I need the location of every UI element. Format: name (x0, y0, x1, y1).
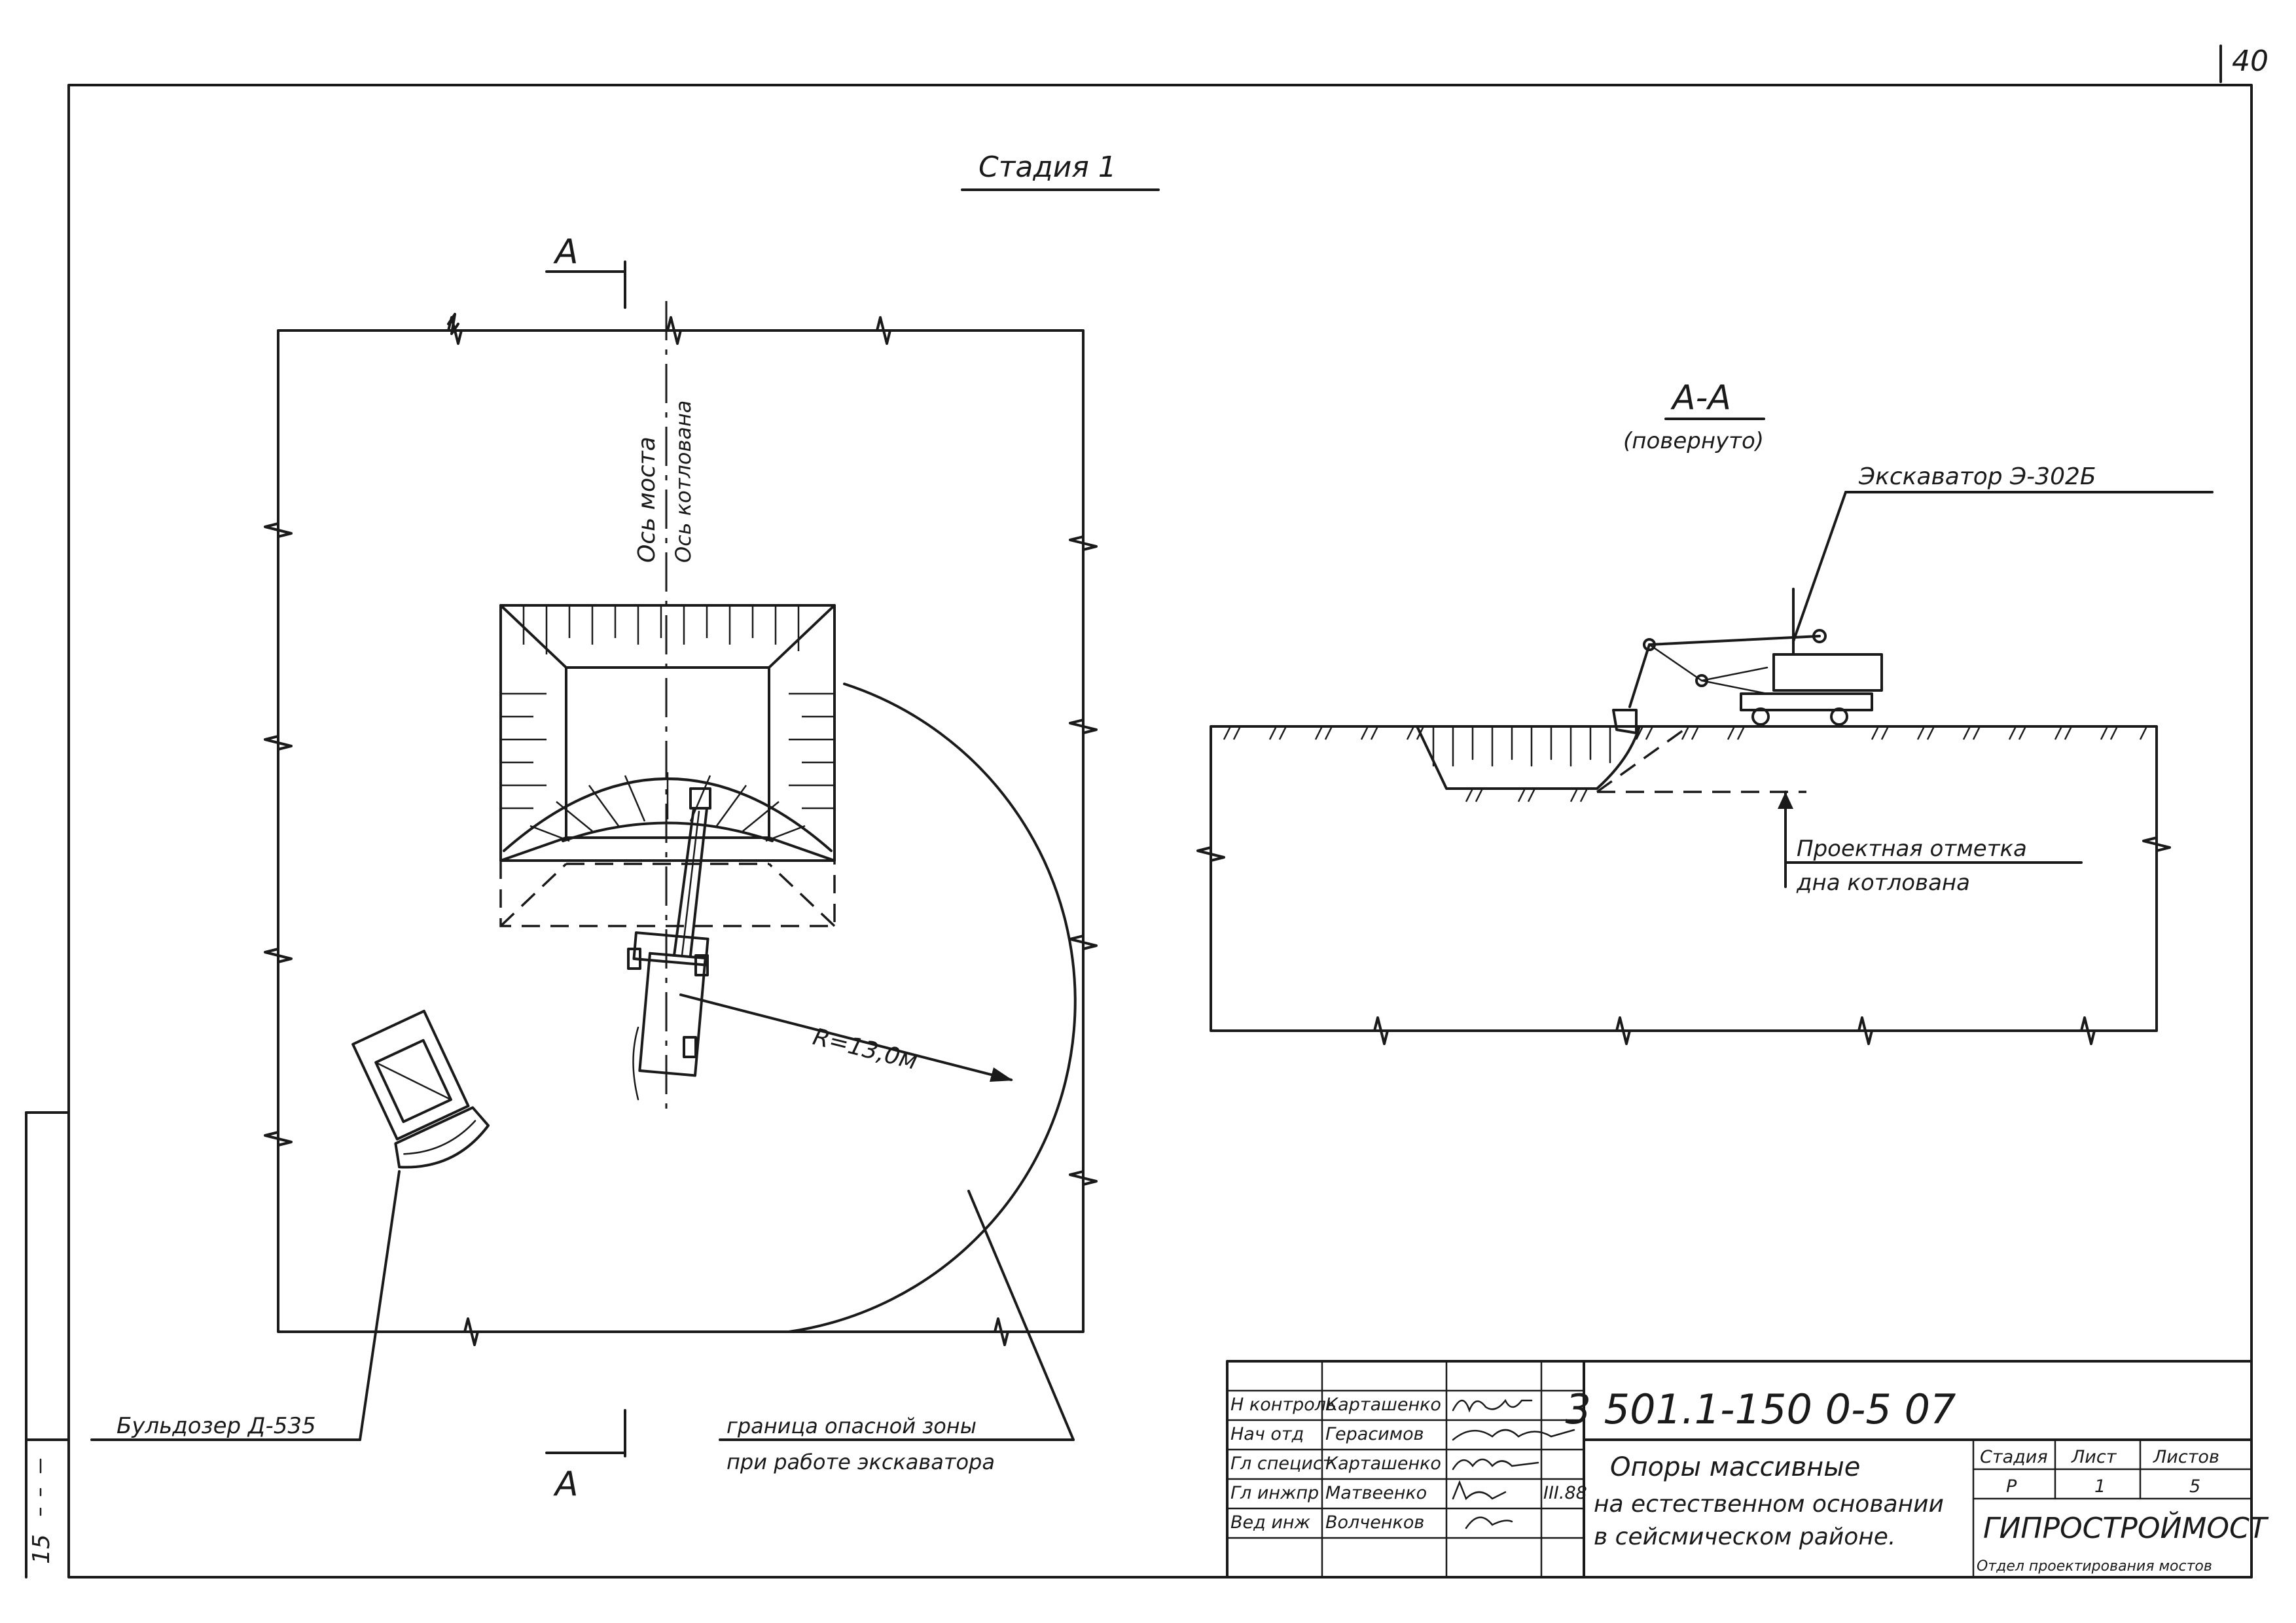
excavator-leader (1792, 491, 1847, 643)
danger-zone-label-2: при работе экскаватора (726, 1450, 995, 1474)
tb-header-sheets: Листов (2153, 1447, 2219, 1467)
bridge-axis-label: Ось моста (634, 437, 660, 563)
tb-role-3: Гл специст (1230, 1454, 1334, 1474)
tb-date: III.88 (1543, 1483, 1587, 1503)
excavator-side-view (1612, 588, 1883, 734)
tb-role-2: Нач отд (1230, 1424, 1304, 1444)
design-bottom-mark (1778, 791, 2083, 888)
danger-zone-leader (967, 1190, 1075, 1441)
description-line-3: в сейсмическом районе. (1594, 1524, 1895, 1550)
title-block (1226, 1360, 2253, 1578)
site-boundary (264, 313, 1098, 1346)
tb-role-4: Гл инжпр (1230, 1483, 1319, 1503)
design-mark-label-2: дна котлована (1796, 870, 1970, 896)
tb-name-3: Карташенко (1325, 1454, 1441, 1474)
tb-name-4: Матвеенко (1325, 1483, 1427, 1503)
section-marker-top: А (545, 232, 626, 309)
signatures (1452, 1399, 1575, 1529)
section-title: А-А (1670, 378, 1731, 418)
excavator-plan (627, 787, 711, 1101)
svg-text:А: А (553, 232, 579, 272)
design-mark-label-1: Проектная отметка (1797, 836, 2027, 862)
excavator-label: Экскаватор Э-302Б (1858, 463, 2096, 490)
radius-label: R=13,0м (810, 1024, 920, 1075)
ground-surface-hatch (1223, 726, 2148, 802)
section-subtitle: (повернуто) (1623, 428, 1764, 454)
section-ground (1196, 725, 2171, 1045)
radius-line (679, 993, 1013, 1081)
page-number: 40 (2232, 45, 2269, 78)
description-line-1: Опоры массивные (1610, 1452, 1860, 1482)
tb-header-sheet: Лист (2071, 1447, 2117, 1467)
bulldozer-leader (359, 1170, 401, 1441)
radius-arrow (990, 1067, 1013, 1082)
section-marker-bottom: А (545, 1409, 626, 1504)
tb-name-2: Герасимов (1325, 1424, 1424, 1444)
tb-value-stage: Р (2006, 1476, 2017, 1497)
danger-zone-label-1: граница опасной зоны (726, 1414, 977, 1438)
stage-title: Стадия 1 (978, 151, 1117, 184)
margin-stamp-number: 15 (28, 1534, 55, 1564)
pit-section (1416, 725, 1806, 793)
danger-zone-boundary (787, 683, 1077, 1333)
sheet-frame (67, 84, 2253, 1578)
pit-axis-label: Ось котлована (671, 401, 696, 563)
tb-role-1: Н контроль (1230, 1395, 1336, 1415)
excavation-pit-plan (499, 604, 836, 927)
tb-value-sheet: 1 (2094, 1476, 2106, 1497)
tb-name-1: Карташенко (1325, 1395, 1441, 1415)
description-line-2: на естественном основании (1594, 1491, 1944, 1518)
tb-header-stage: Стадия (1980, 1447, 2048, 1467)
tb-name-5: Волченков (1325, 1512, 1424, 1533)
bulldozer-label: Бульдозер Д-535 (117, 1413, 316, 1439)
org-name: ГИПРОСТРОЙМОСТ (1983, 1510, 2269, 1545)
margin-stamp-strip: 15 (25, 1111, 70, 1578)
doc-code: 3 501.1-150 0-5 07 (1566, 1385, 1956, 1433)
tb-value-sheets: 5 (2189, 1476, 2200, 1497)
dept-name: Отдел проектирования мостов (1977, 1558, 2212, 1575)
tb-role-5: Вед инж (1230, 1512, 1311, 1533)
svg-text:А: А (553, 1465, 579, 1504)
bulldozer-plan (351, 1009, 490, 1169)
